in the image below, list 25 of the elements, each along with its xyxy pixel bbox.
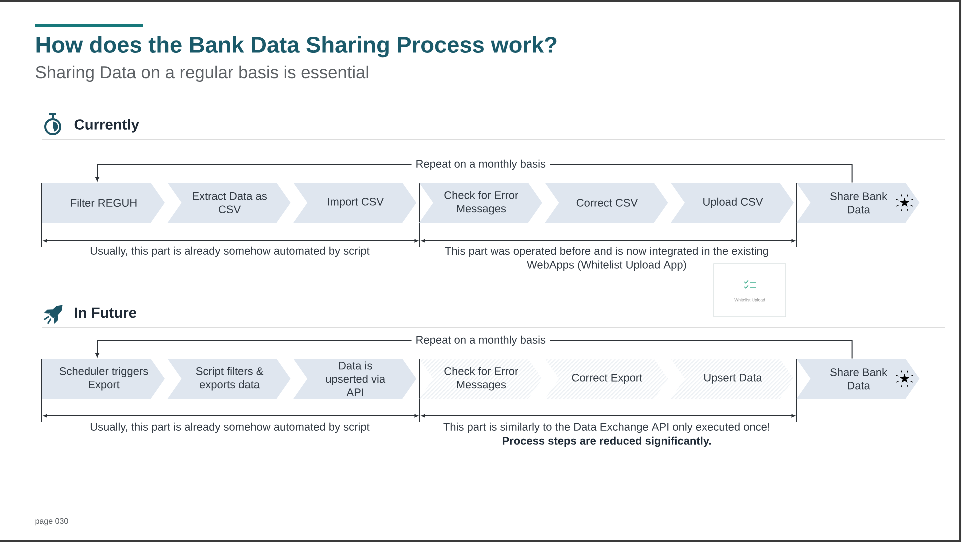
chevron-step: Check for Error Messages: [419, 183, 542, 223]
chevron-step: Script filters & exports data: [168, 359, 291, 399]
annotation: Process steps are reduced significantly.: [503, 436, 711, 448]
chevron-step: Check for Error Messages: [444, 367, 518, 391]
chevron-step: Upsert Data: [704, 374, 762, 384]
chevron-step: Share Bank Data: [796, 183, 920, 223]
chevron-step: Extract Data as CSV: [168, 183, 291, 223]
annotation: Usually, this part is already somehow automated by script: [90, 422, 370, 434]
annotation: This part is similarly to the Data Exchange API only executed once!: [444, 422, 770, 434]
section-heading: Currently: [74, 119, 140, 133]
chevron-step: Upload CSV: [671, 183, 794, 223]
chevron-step: Correct Export: [572, 374, 643, 384]
page-number: page 030: [36, 518, 68, 526]
subtitle: Sharing Data on a regular basis is essential: [36, 66, 368, 82]
chevron-step: Share Bank Data: [796, 359, 920, 399]
annotation: Usually, this part is already somehow automated by script: [90, 246, 370, 258]
section-heading: In Future: [75, 308, 136, 318]
chevron-step: Scheduler triggers Export: [42, 359, 165, 399]
edge-label: Repeat on a monthly basis: [412, 158, 550, 172]
chevron-step: Import CSV: [294, 183, 417, 223]
title: How does the Bank Data Sharing Process work?: [36, 36, 557, 58]
chevron-step: Filter REGUH: [42, 183, 165, 223]
chevron-step: Correct CSV: [545, 183, 668, 223]
chevron-step: Data is upserted via API: [294, 359, 417, 399]
edge-label: Repeat on a monthly basis: [412, 334, 550, 348]
